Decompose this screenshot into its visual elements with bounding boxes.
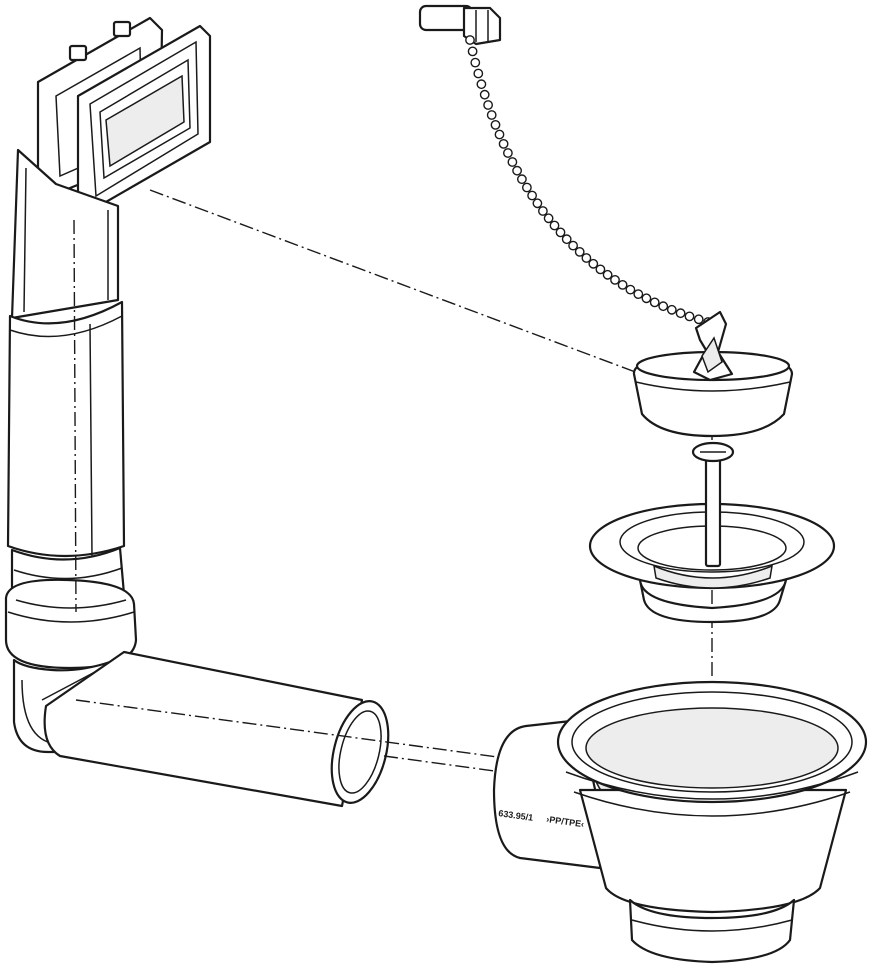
overflow-head: [36, 16, 212, 212]
assembly-axis-lines: [73, 189, 713, 900]
chain-bead: [693, 314, 704, 325]
strainer-basket: [588, 441, 836, 624]
overflow-sleeve: [6, 300, 126, 606]
chain-bead: [555, 227, 566, 238]
chain-bead: [649, 297, 660, 308]
chain-bead: [633, 289, 644, 299]
overflow-assembly: [4, 16, 390, 808]
stopper-plug: [632, 310, 794, 438]
chain-bead: [522, 182, 532, 193]
strainer-stem: [691, 441, 735, 568]
chain-bead: [470, 57, 481, 68]
chain-bead: [479, 89, 490, 100]
chain-bead: [502, 148, 513, 158]
chain-bead: [588, 258, 599, 269]
chain-anchor-bolt: [418, 4, 502, 46]
chain-bead: [512, 165, 522, 176]
chain-bead: [617, 279, 628, 290]
chain-bead: [527, 190, 537, 201]
chain-bead: [549, 220, 560, 231]
chain-bead: [684, 311, 695, 322]
plug-chain-clip: [692, 310, 734, 382]
chain-bead: [494, 129, 505, 140]
chain-bead: [507, 157, 518, 167]
chain-bead: [498, 138, 509, 149]
chain-beads: [465, 35, 713, 327]
chain-bead: [476, 79, 487, 90]
chain-bead: [538, 206, 548, 216]
chain-bead: [465, 35, 475, 45]
chain-bead: [517, 174, 527, 185]
chain-bead: [486, 110, 497, 120]
chain-bead: [610, 274, 620, 285]
chain-bead: [641, 293, 652, 304]
drain-body: 633.95/1 ›PP/TPE‹: [492, 680, 868, 964]
chain-bead: [675, 308, 686, 319]
drain-stamp-code: 633.95/1: [498, 808, 534, 823]
chain-bead: [568, 240, 578, 251]
chain-bead: [602, 269, 613, 280]
chain-bead: [532, 198, 543, 209]
chain-bead: [490, 120, 501, 130]
chain-bead: [561, 234, 572, 245]
chain-bead: [595, 264, 606, 275]
chain-bead: [666, 304, 677, 315]
chain-bead: [574, 246, 585, 257]
chain-bead: [467, 46, 478, 57]
chain-bead: [581, 253, 592, 263]
overflow-horizontal-tube: [43, 650, 390, 808]
chain-bead: [483, 100, 493, 110]
chain-bead: [625, 284, 636, 295]
overflow-coupling-nut: [4, 578, 138, 670]
chain-bead: [543, 213, 554, 224]
chain-bead: [473, 68, 484, 79]
chain-bead: [658, 301, 669, 312]
overflow-upper-tube: [10, 148, 120, 320]
plug-chain: [418, 4, 713, 327]
